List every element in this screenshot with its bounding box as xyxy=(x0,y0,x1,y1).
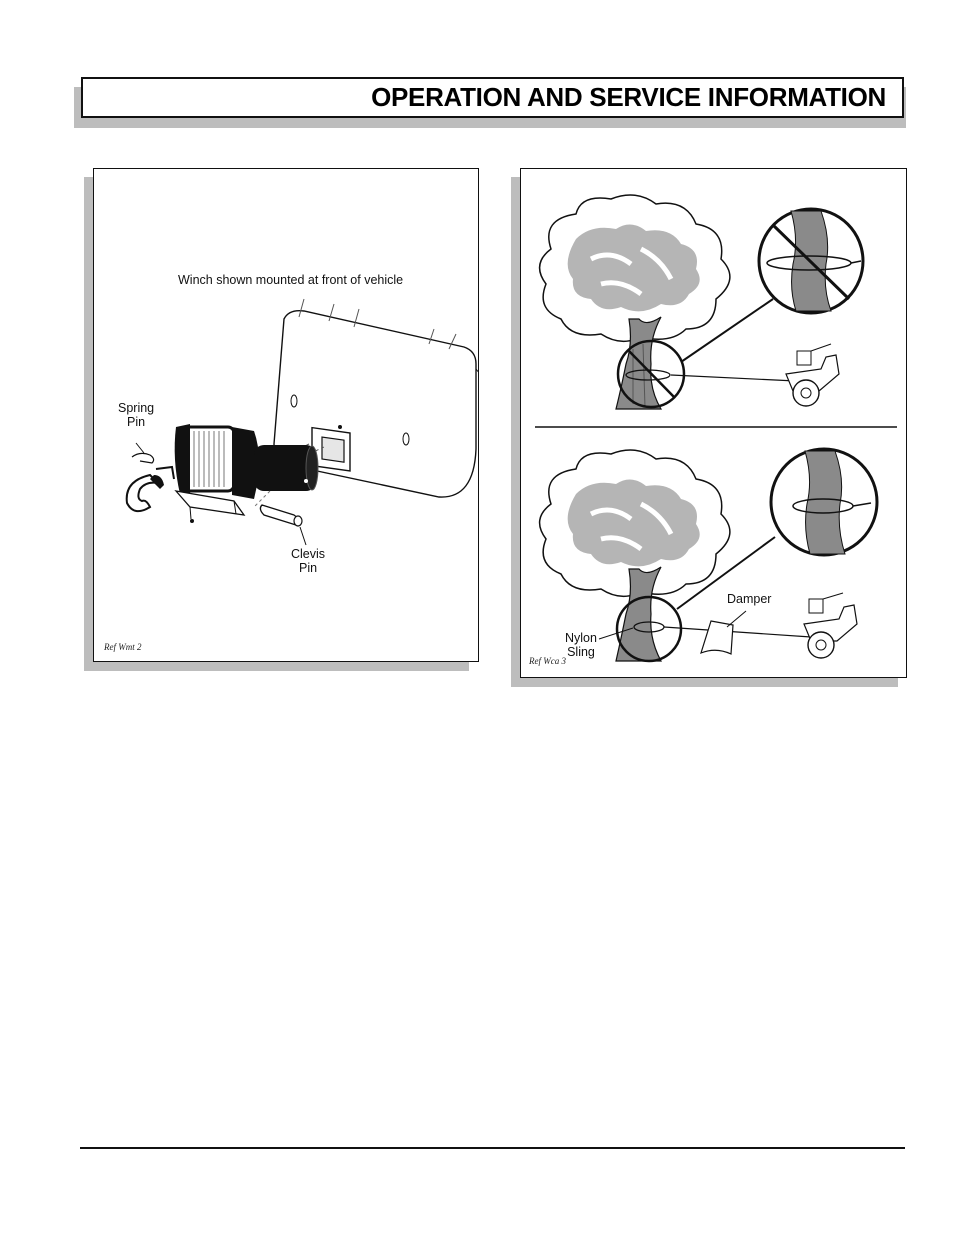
tree-anchoring-illustration xyxy=(535,194,897,663)
figure-left-ref: Ref Wmt 2 xyxy=(104,642,142,652)
clevis-pin-label-line1: Clevis xyxy=(291,547,326,561)
figure-right-tree-anchoring: Damper Nylon Sling Ref Wca 3 xyxy=(520,168,907,678)
page-title: OPERATION AND SERVICE INFORMATION xyxy=(371,82,886,112)
nylon-sling-label: Nylon Sling xyxy=(565,631,597,659)
spring-pin-label-line2: Pin xyxy=(127,415,146,429)
figure-left-winch-mount: Winch shown mounted at front of vehicle … xyxy=(93,168,479,662)
damper-label: Damper xyxy=(727,592,772,606)
header-bar: OPERATION AND SERVICE INFORMATION xyxy=(81,77,904,118)
winch-mount-illustration xyxy=(125,298,478,546)
spring-pin-label: Spring Pin xyxy=(118,401,154,429)
nylon-sling-label-line1: Nylon xyxy=(565,631,597,645)
footer-rule xyxy=(80,1147,905,1149)
nylon-sling-label-line2: Sling xyxy=(567,645,595,659)
winch-caption: Winch shown mounted at front of vehicle xyxy=(178,273,404,287)
clevis-pin-label-line2: Pin xyxy=(298,561,318,575)
figure-right-ref: Ref Wca 3 xyxy=(529,656,566,666)
clevis-pin-label: Clevis Pin xyxy=(291,547,325,575)
spring-pin-label-line1: Spring xyxy=(118,401,155,415)
